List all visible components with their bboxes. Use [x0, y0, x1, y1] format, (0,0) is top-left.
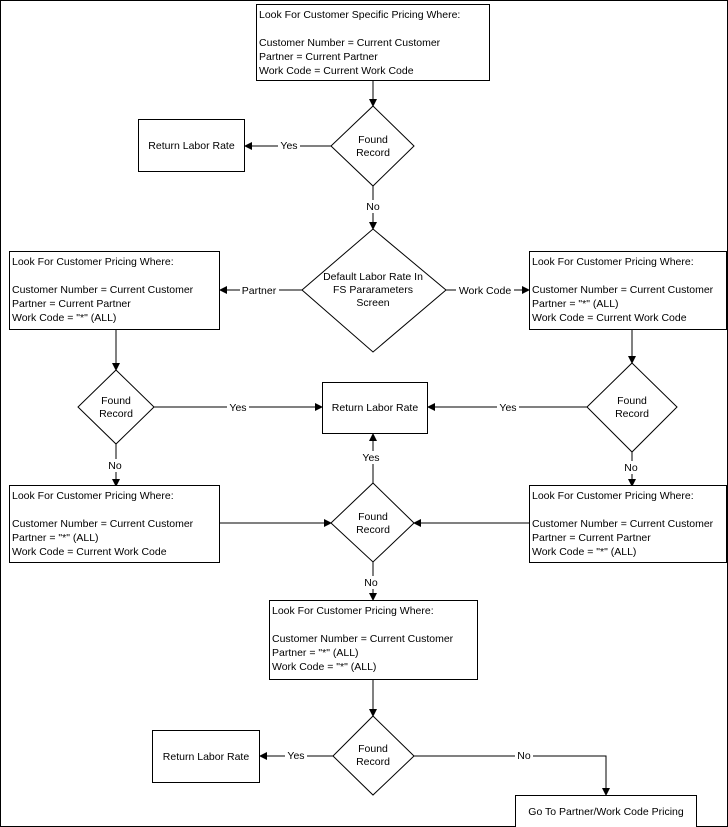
edge-label-yes-bottom: Yes	[287, 750, 304, 762]
process-right-low-pricing: Look For Customer Pricing Where: Custome…	[529, 485, 727, 563]
svg-text:Record: Record	[615, 408, 649, 420]
decision-found-record-center: Found Record	[330, 482, 415, 563]
svg-text:FS Pararameters: FS Pararameters	[333, 284, 413, 296]
decision-default-labor-rate: Default Labor Rate In FS Pararameters Sc…	[301, 228, 447, 353]
svg-text:Screen: Screen	[356, 297, 389, 309]
svg-text:Record: Record	[356, 756, 390, 768]
edge-label-no-right: No	[624, 462, 638, 474]
edge-label-no-left: No	[108, 460, 122, 472]
edge-label-partner: Partner	[242, 285, 277, 297]
edge-label-no-center: No	[364, 577, 378, 589]
process-left-low-pricing: Look For Customer Pricing Where: Custome…	[9, 485, 220, 563]
edge-label-yes-center: Yes	[362, 452, 379, 464]
decision-found-record-1: Found Record	[330, 105, 415, 187]
edge-label-no-1: No	[366, 201, 380, 213]
edge-label-work-code: Work Code	[459, 285, 511, 297]
svg-text:Found: Found	[358, 134, 388, 146]
go-to-partner-workcode-pricing: Go To Partner/Work Code Pricing	[515, 795, 697, 827]
svg-text:Default Labor Rate In: Default Labor Rate In	[323, 271, 423, 283]
edge-label-yes-right: Yes	[499, 402, 516, 414]
edge-label-yes-1: Yes	[280, 140, 297, 152]
svg-text:Found: Found	[101, 395, 131, 407]
svg-text:Record: Record	[99, 408, 133, 420]
connector-bottomdecision-no	[414, 755, 610, 796]
decision-found-record-bottom: Found Record	[332, 715, 415, 796]
decision-found-record-left: Found Record	[77, 369, 155, 445]
svg-text:Found: Found	[358, 743, 388, 755]
process-workcode-pricing: Look For Customer Pricing Where: Custome…	[529, 251, 727, 330]
return-labor-rate-top: Return Labor Rate	[138, 119, 245, 172]
svg-text:Found: Found	[617, 395, 647, 407]
process-all-pricing: Look For Customer Pricing Where: Custome…	[269, 600, 478, 680]
return-labor-rate-bottom: Return Labor Rate	[152, 730, 260, 783]
decision-found-record-right: Found Record	[586, 362, 678, 453]
svg-text:Found: Found	[358, 511, 388, 523]
process-customer-specific-pricing: Look For Customer Specific Pricing Where…	[256, 4, 490, 81]
return-labor-rate-middle: Return Labor Rate	[322, 382, 428, 434]
svg-text:Record: Record	[356, 147, 390, 159]
svg-text:Record: Record	[356, 524, 390, 536]
process-partner-pricing: Look For Customer Pricing Where: Custome…	[9, 251, 220, 330]
edge-label-no-bottom: No	[517, 750, 531, 762]
edge-label-yes-left: Yes	[229, 402, 246, 414]
